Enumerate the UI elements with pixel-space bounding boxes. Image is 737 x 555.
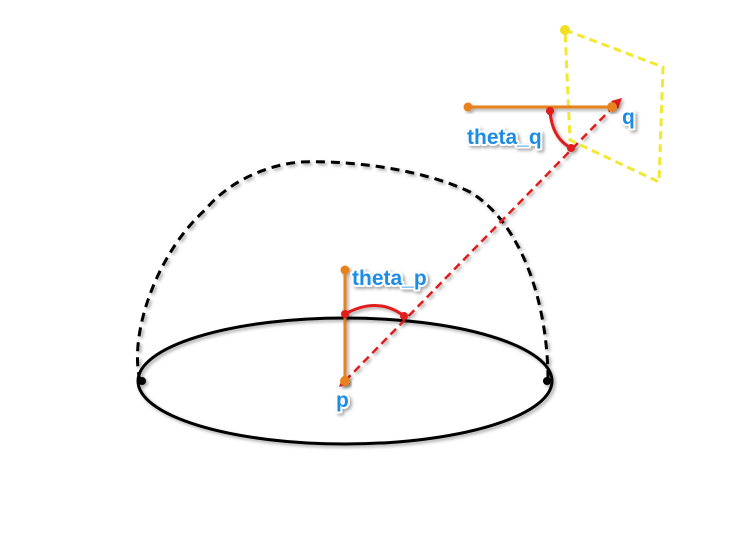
hemisphere-right-point	[543, 377, 551, 385]
label-theta-p: theta_p	[352, 267, 427, 290]
point-p	[340, 376, 350, 386]
normal-at-p	[340, 265, 350, 386]
patch-corner	[560, 25, 570, 35]
theta-q-arc-end-normal	[546, 107, 554, 115]
label-q: q	[622, 106, 635, 129]
patch-outline	[563, 27, 665, 185]
angle-arc-theta-q	[546, 107, 575, 152]
patch-at-q	[560, 25, 665, 185]
label-p: p	[336, 389, 349, 412]
normal-p-tip	[340, 265, 350, 275]
theta-p-arc	[344, 304, 405, 318]
normal-at-q	[463, 102, 617, 112]
angle-arc-theta-p	[341, 304, 408, 320]
hemisphere-left-point	[138, 377, 146, 385]
ray-arrowhead-q	[611, 98, 622, 109]
point-q	[607, 102, 617, 112]
labels: theta_p p theta_q q	[334, 104, 637, 414]
theta-q-arc-end-ray	[567, 144, 575, 152]
hemisphere-dome-outline	[135, 160, 550, 382]
label-theta-q: theta_q	[467, 126, 542, 149]
theta-p-arc-end-normal	[341, 310, 349, 318]
normal-q-tip	[463, 102, 473, 112]
theta-p-arc-end-ray	[400, 312, 408, 320]
